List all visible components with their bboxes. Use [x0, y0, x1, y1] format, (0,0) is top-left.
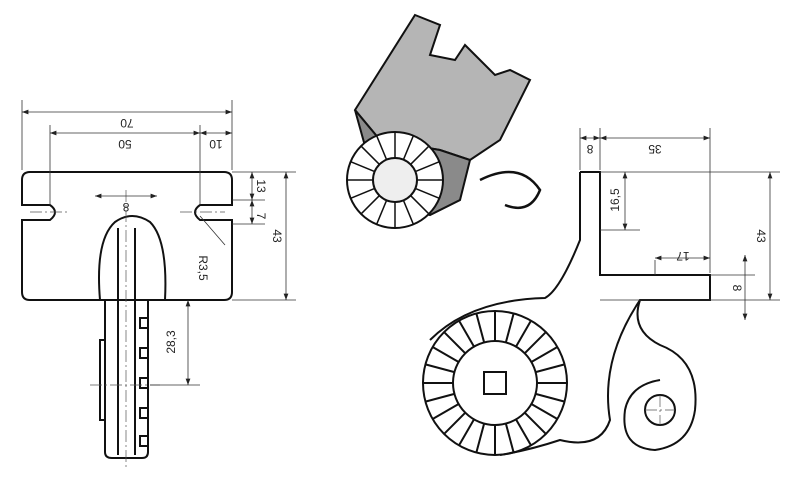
dim-upper-height: 16,5: [608, 188, 622, 212]
gear-tooth: [425, 363, 455, 374]
dim-overall-width: 70: [120, 116, 134, 130]
isometric-view: [346, 13, 542, 229]
gear-tooth: [515, 320, 532, 348]
gear-tooth: [458, 320, 475, 348]
gear-tooth: [530, 403, 558, 420]
dim-slot-spacing: 50: [118, 137, 132, 151]
gear-tooth: [535, 392, 565, 403]
gear-tooth: [523, 411, 547, 435]
gear-tooth: [432, 346, 460, 363]
gear-tooth: [360, 145, 380, 165]
gear-tooth: [402, 200, 415, 225]
dim-stem-length: 28,3: [164, 330, 178, 354]
gear-tooth: [504, 313, 515, 343]
dim-leg-length: 35: [648, 142, 662, 156]
gear-tooth: [443, 331, 467, 355]
dim-side-overall-height: 43: [754, 229, 768, 243]
gear-tooth: [350, 187, 375, 200]
gear-tooth: [425, 392, 455, 403]
dim-overall-height: 43: [270, 229, 284, 243]
dim-tab-length: 17: [676, 249, 690, 263]
dim-radius: R3,5: [196, 255, 210, 281]
gear-tooth: [530, 346, 558, 363]
gear-tooth: [375, 135, 388, 160]
gear-tooth: [523, 331, 547, 355]
gear-tooth: [410, 145, 430, 165]
gear-tooth: [443, 411, 467, 435]
gear-tooth: [350, 160, 375, 173]
dim-slot-height: 7: [254, 213, 268, 220]
gear-tooth: [375, 200, 388, 225]
gear-tooth: [415, 187, 440, 200]
dim-slot-top: 13: [254, 179, 268, 193]
dim-thickness: 8: [586, 142, 593, 156]
gear-tooth: [515, 418, 532, 446]
gear-tooth: [410, 195, 430, 215]
side-view: 8 35 16,5 17 43 8: [422, 128, 780, 456]
dim-leg-thickness: 8: [730, 285, 744, 292]
gear-tooth: [402, 135, 415, 160]
gear-tooth: [432, 403, 460, 420]
dim-edge-offset: 10: [209, 137, 223, 151]
dim-stem-width: 8: [122, 200, 129, 214]
gear-tooth: [504, 423, 515, 453]
gear-tooth: [475, 423, 486, 453]
gear-tooth: [475, 313, 486, 343]
gear-tooth: [535, 363, 565, 374]
gear-tooth: [458, 418, 475, 446]
gear-tooth: [360, 195, 380, 215]
gear-tooth: [415, 160, 440, 173]
front-view: 70 50 10 8 13 7 43 R3,5 28,3: [21, 100, 296, 470]
